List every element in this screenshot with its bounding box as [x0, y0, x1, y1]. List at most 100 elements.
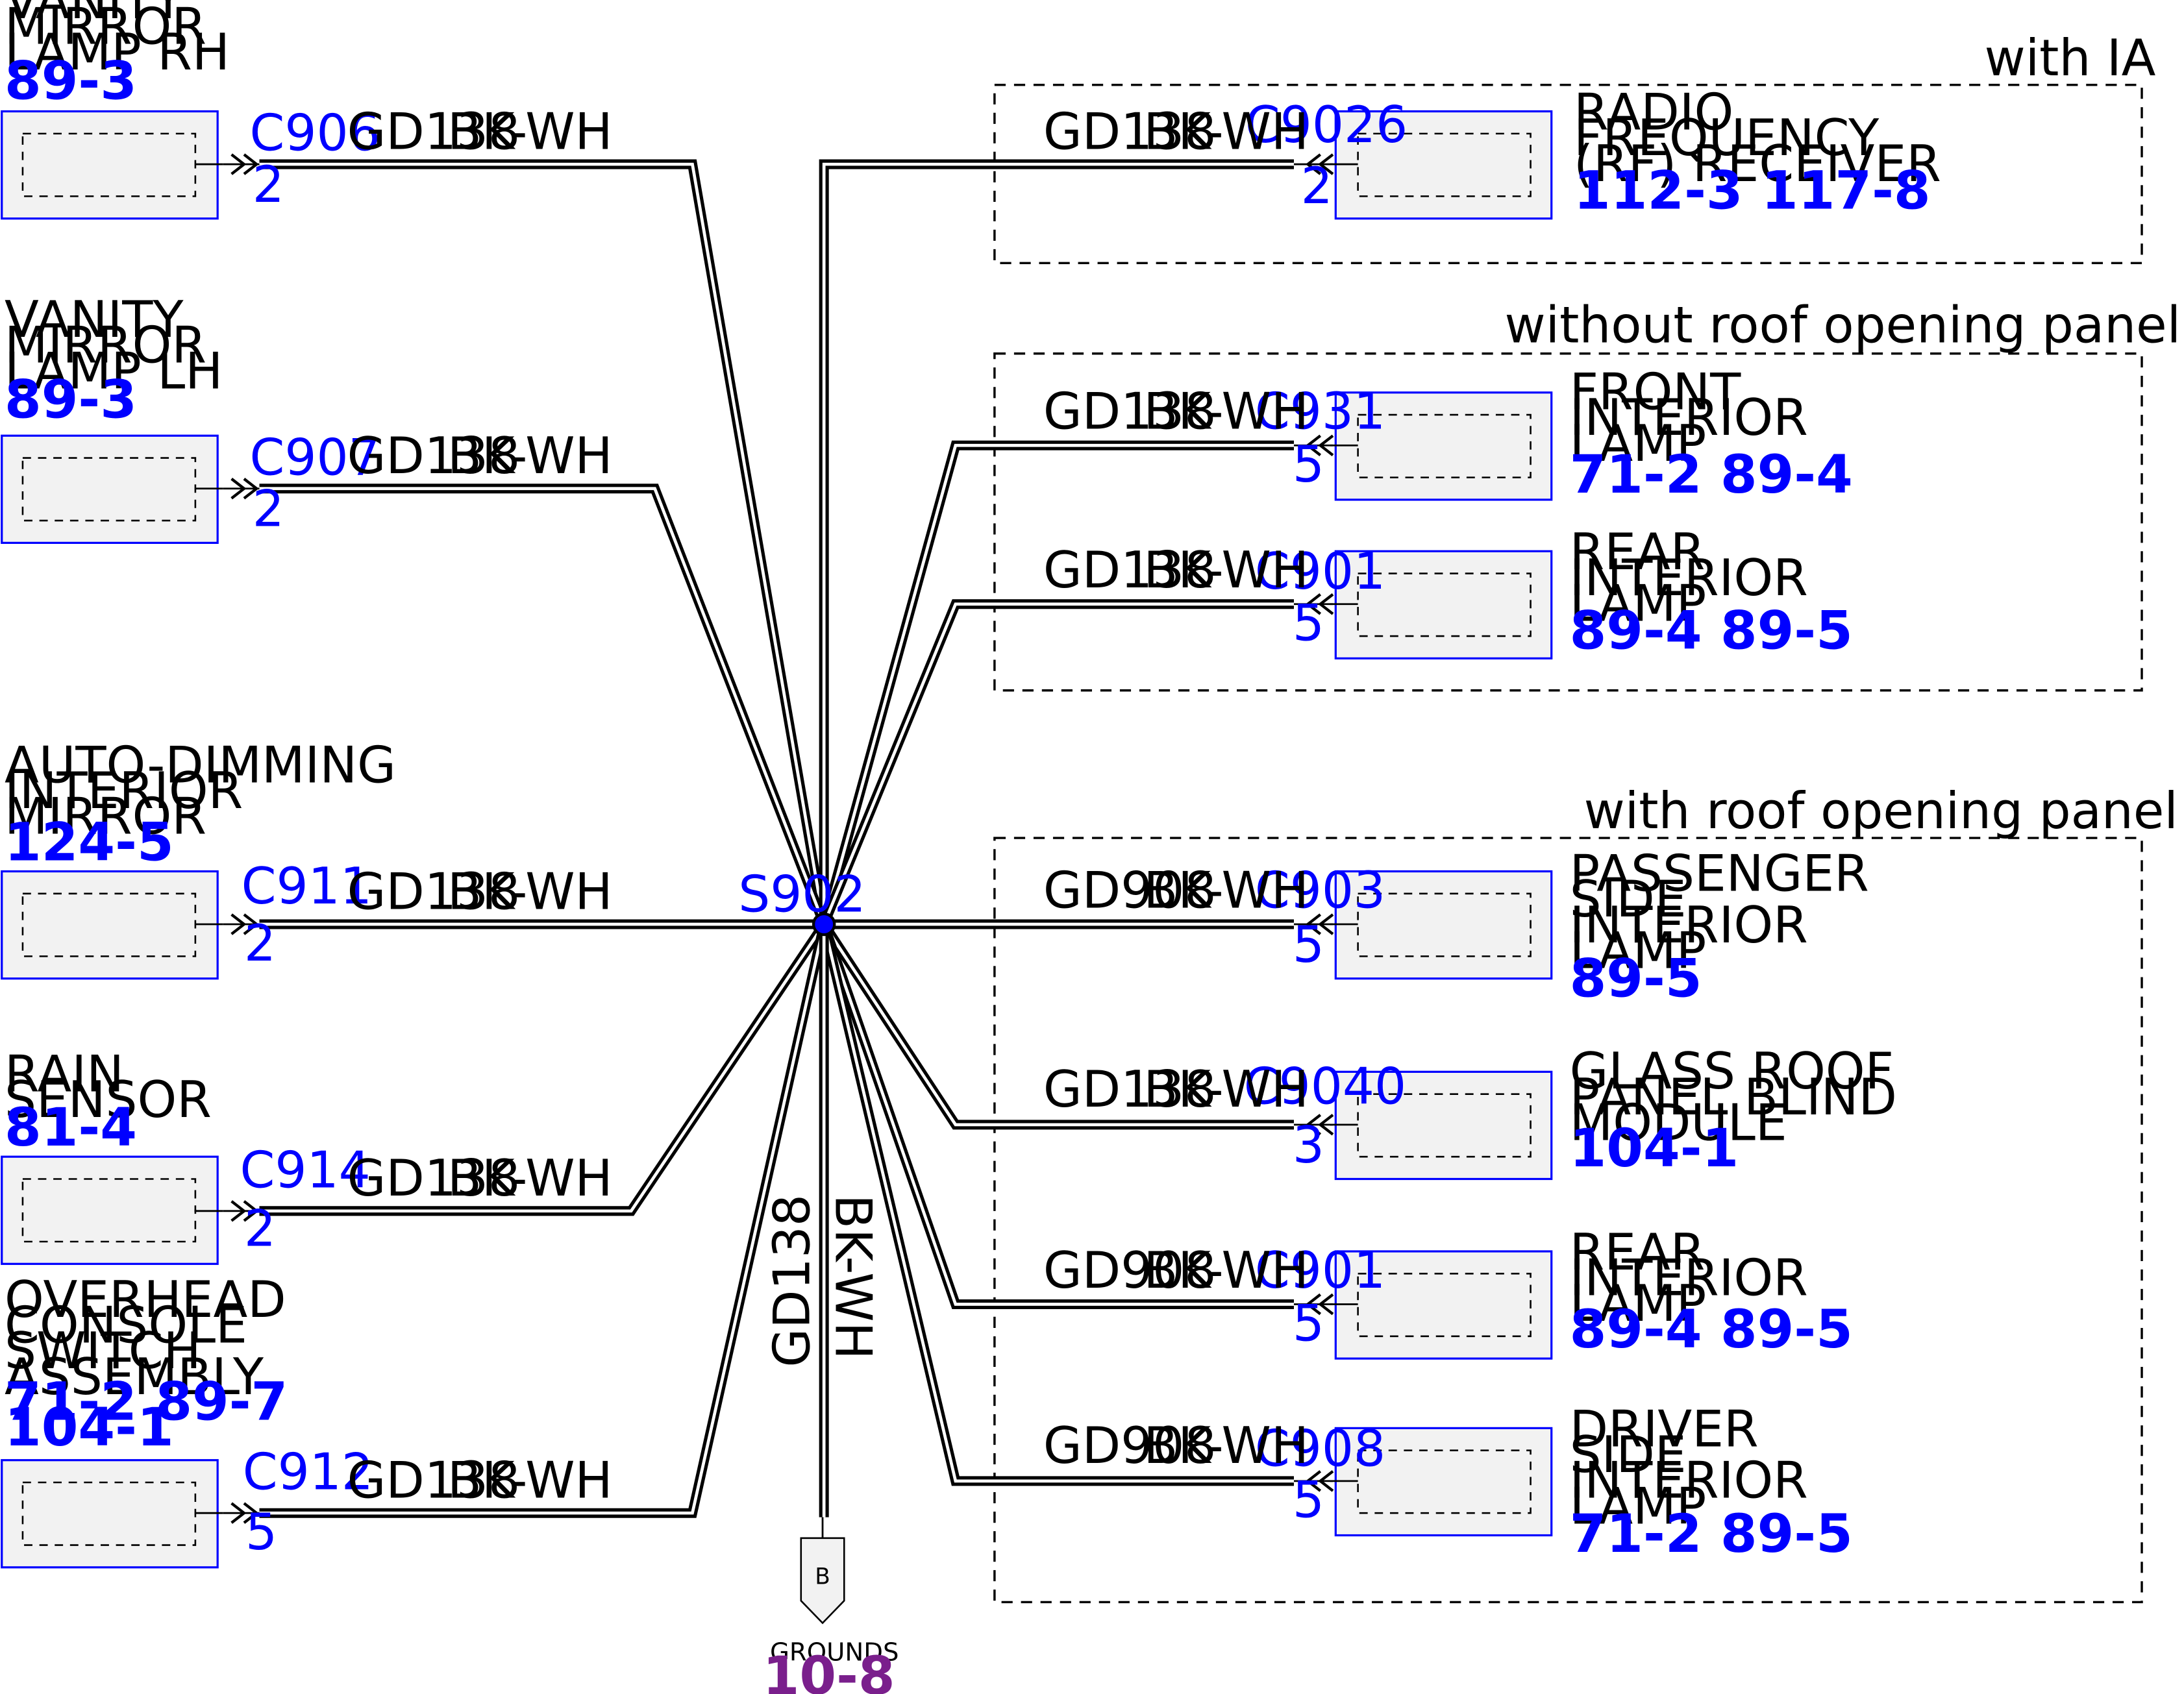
pin-number: 5: [1293, 1471, 1324, 1530]
ground-circuit: GD138: [763, 1194, 822, 1368]
pin-number: 3: [1293, 1116, 1324, 1175]
component-ref[interactable]: 112-3 117-8: [1574, 160, 1931, 222]
component-name-line: LAMP: [1570, 415, 1707, 473]
wire-circuit: GD138: [1043, 541, 1217, 600]
connector-label[interactable]: C912: [243, 1443, 373, 1502]
component-name-line: INTERIOR: [1570, 549, 1808, 608]
wire-color: BK-WH: [447, 1149, 613, 1208]
connector-label[interactable]: C911: [242, 857, 372, 916]
wire-right-1[interactable]: [819, 159, 1294, 925]
wire-color: BK-WH: [1143, 861, 1309, 920]
component-name-line: SIDE: [1570, 1426, 1687, 1484]
pin-number: 5: [1293, 916, 1324, 974]
component-ref[interactable]: 104-1: [1570, 1118, 1739, 1179]
component-inner-outline: [1357, 1273, 1532, 1338]
wire-left-2[interactable]: [259, 484, 829, 926]
splice-dot[interactable]: [812, 912, 836, 937]
connector-label[interactable]: C901: [1255, 1242, 1385, 1300]
component-ref[interactable]: 89-5: [1570, 948, 1702, 1010]
component-inner-outline: [1357, 572, 1532, 637]
wire-right-7[interactable]: [819, 923, 1294, 1486]
pin-number: 2: [244, 1199, 276, 1258]
component-box[interactable]: [1, 870, 219, 980]
wire-right-5[interactable]: [819, 921, 1294, 1130]
pin-number: 2: [253, 480, 284, 539]
component-name-line: SIDE: [1570, 870, 1687, 929]
connector-label[interactable]: C901: [1255, 543, 1385, 601]
component-box[interactable]: [1334, 1070, 1553, 1181]
component-ref[interactable]: 89-3: [5, 369, 137, 430]
wire-right-2[interactable]: [819, 440, 1294, 926]
component-inner-outline: [1357, 1093, 1532, 1158]
component-name-line: REAR: [1570, 523, 1706, 582]
component-name-line: RADIO: [1574, 83, 1733, 141]
wire-circuit: GD138: [347, 1149, 521, 1208]
component-box[interactable]: [1, 110, 219, 220]
wire-circuit: GD908: [1043, 1417, 1217, 1475]
wire-left-5[interactable]: [259, 923, 829, 1518]
wire-left-1[interactable]: [259, 159, 829, 926]
component-box[interactable]: [1, 434, 219, 545]
component-ref[interactable]: 89-3: [5, 50, 137, 112]
component-name-line: LAMP: [1570, 922, 1707, 981]
pin-number: 5: [1293, 436, 1324, 494]
component-name-line: FRONT: [1570, 363, 1742, 422]
component-box[interactable]: [1334, 1250, 1553, 1360]
connector-label[interactable]: C906: [250, 104, 380, 163]
component-name-line: LAMP LH: [5, 342, 223, 400]
component-name-line: SWITCH: [5, 1322, 201, 1381]
component-box[interactable]: [1334, 1427, 1553, 1537]
component-name-line: LAMP: [1570, 574, 1707, 633]
component-ref[interactable]: 71-2 89-7: [5, 1371, 288, 1433]
wire-color: BK-WH: [1143, 541, 1309, 600]
component-name-line: CONSOLE: [5, 1296, 247, 1355]
wire-circuit: GD908: [1043, 1242, 1217, 1300]
connector-label[interactable]: C9040: [1244, 1058, 1406, 1116]
ground: B GROUNDS 10-8 GD138 BK-WH: [763, 1194, 899, 1694]
ground-ref[interactable]: 10-8: [763, 1645, 895, 1694]
component-ref[interactable]: 89-4 89-5: [1570, 1299, 1853, 1360]
connector-label[interactable]: C931: [1255, 383, 1385, 441]
wire-circuit: GD138: [347, 103, 521, 161]
wire-color: BK-WH: [447, 1452, 613, 1510]
component-ref[interactable]: 89-4 89-5: [1570, 600, 1853, 661]
right-component-4: PASSENGERSIDEINTERIORLAMP89-5C9035GD908B…: [1043, 845, 1869, 1010]
option-box-no-roof-panel: [993, 352, 2143, 692]
connector-label[interactable]: C903: [1255, 861, 1385, 920]
component-ref[interactable]: 71-2 89-4: [1570, 444, 1853, 506]
splice-label: S902: [738, 866, 865, 924]
connector-label[interactable]: C9026: [1245, 96, 1408, 154]
connector-label[interactable]: C907: [250, 428, 380, 487]
component-name-line: INTERIOR: [1570, 389, 1808, 447]
component-ref[interactable]: 124-5: [5, 811, 174, 873]
wire-color: BK-WH: [1143, 1417, 1309, 1475]
component-ref[interactable]: 71-2 89-5: [1570, 1503, 1853, 1565]
option-label-ia: with IA: [1985, 29, 2156, 88]
connector-label[interactable]: C908: [1255, 1419, 1385, 1478]
component-name-line: MIRROR: [5, 317, 206, 375]
pin-number: 2: [1301, 157, 1333, 215]
wire-right-6[interactable]: [819, 922, 1294, 1310]
component-box[interactable]: [1, 1155, 219, 1265]
ground-symbol[interactable]: [800, 1537, 845, 1625]
component-box[interactable]: [1, 1459, 219, 1569]
component-ref[interactable]: 81-4: [5, 1097, 137, 1159]
connector-label[interactable]: C914: [240, 1141, 370, 1199]
component-box[interactable]: [1334, 870, 1553, 980]
component-ref[interactable]: 104-1: [5, 1397, 174, 1458]
splice: S902: [738, 866, 866, 937]
component-box[interactable]: [1334, 391, 1553, 501]
wire-left-4[interactable]: [259, 921, 828, 1216]
wire-right-3[interactable]: [819, 599, 1294, 926]
pin-lead: [194, 1209, 223, 1212]
component-name-line: INTERIOR: [1570, 896, 1808, 955]
